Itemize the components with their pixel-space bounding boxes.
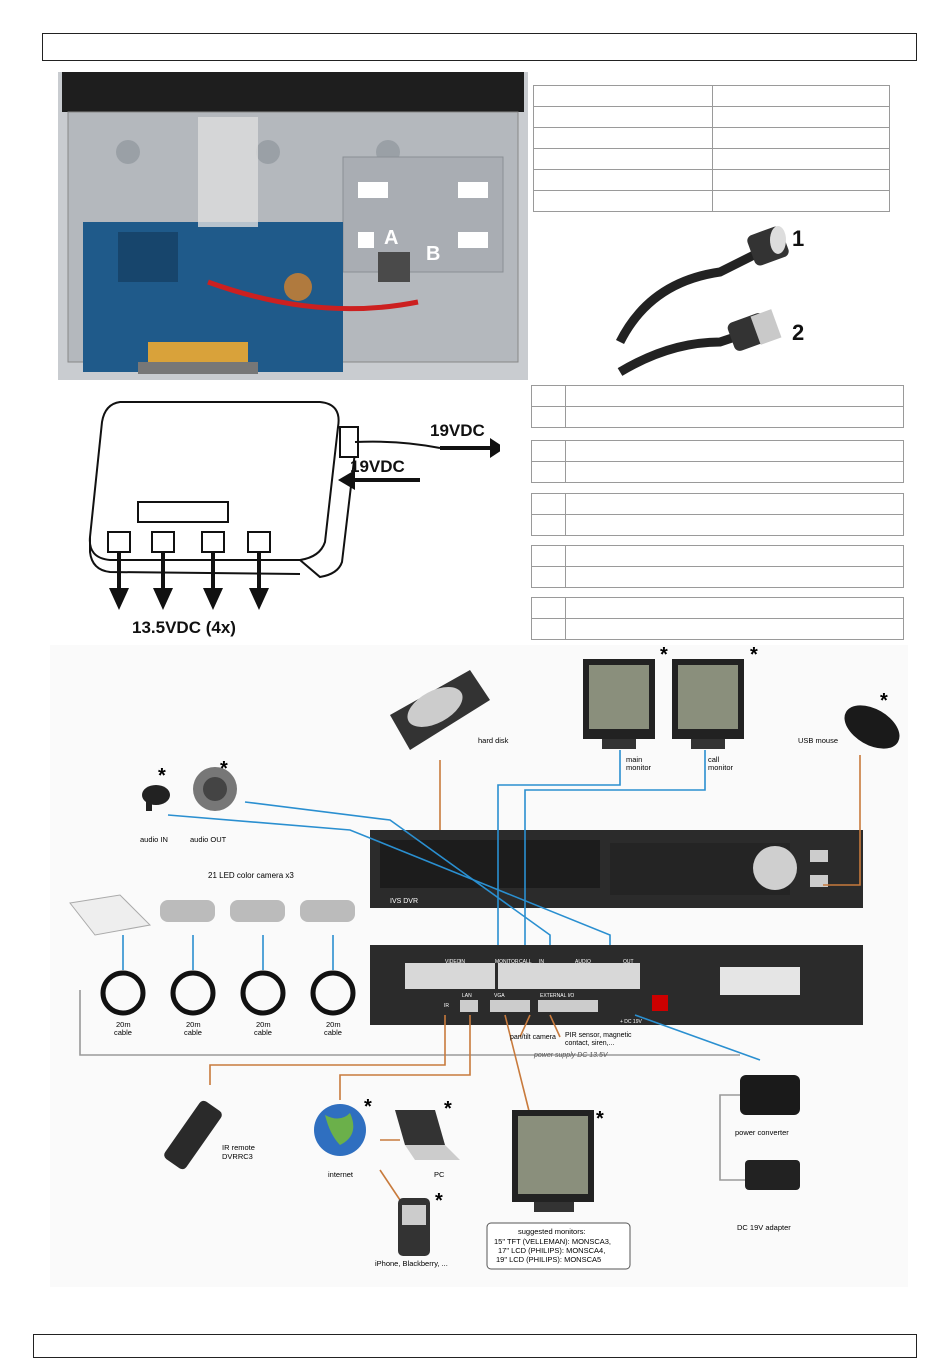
cable-coil-3 <box>240 970 286 1016</box>
rear-dc19v-label: + DC 19V <box>620 1019 642 1025</box>
pc-label: PC <box>434 1170 445 1179</box>
pair-table-4 <box>531 545 904 588</box>
call-monitor-image <box>672 659 744 749</box>
usb-mouse-label: USB mouse <box>798 736 838 745</box>
call-monitor-asterisk: * <box>750 645 758 666</box>
connector-a-label: A <box>384 227 398 249</box>
rear-audio-label: AUDIO <box>575 959 591 965</box>
adapter-label: DC 19V adapter <box>737 1223 791 1232</box>
power-converter-image <box>740 1075 800 1115</box>
mouse-asterisk: * <box>880 690 888 712</box>
rear-call-label: CALL <box>519 959 532 965</box>
laptop-image <box>395 1110 460 1160</box>
cable-4-length: 20m <box>326 1020 341 1029</box>
cable-2-length: 20m <box>186 1020 201 1029</box>
pair-table-3 <box>531 493 904 536</box>
cable-2-word: cable <box>184 1028 202 1037</box>
pc-asterisk: * <box>444 1098 452 1120</box>
dome-camera-image <box>69 894 152 936</box>
camera-1-image <box>160 900 215 922</box>
out-voltage-label: 19VDC <box>430 421 485 440</box>
rear-video-in-label: IN <box>460 959 465 965</box>
pair-table-5 <box>531 597 904 640</box>
cable-item-2-label: 2 <box>792 320 804 345</box>
internet-label: internet <box>328 1170 354 1179</box>
suggested-monitors-box: suggested monitors: 15" TFT (VELLEMAN): … <box>486 1222 631 1270</box>
internet-asterisk: * <box>364 1096 372 1118</box>
power-converter-label: power converter <box>735 1128 789 1137</box>
rear-video-label: VIDEO <box>445 959 461 965</box>
call-monitor-label-1: call <box>708 755 720 764</box>
usb-mouse-image <box>844 705 900 749</box>
dvr-interior-photo: A B <box>58 72 528 380</box>
rear-monitor-label: MONITOR <box>495 959 519 965</box>
rear-out-label: OUT <box>623 959 634 965</box>
power-supply-label: power supply DC 13.5V <box>533 1052 609 1059</box>
pan-tilt-label: pan/tilt camera <box>510 1034 556 1041</box>
cable-coil-2 <box>170 970 216 1016</box>
page-footer-box <box>33 1334 917 1358</box>
ir-remote-label-2: DVRRC3 <box>222 1152 253 1161</box>
camera-3-image <box>300 900 355 922</box>
phone-image <box>398 1198 430 1256</box>
rear-lan-label: LAN <box>462 993 472 999</box>
cameras-title: 21 LED color camera x3 <box>208 871 294 880</box>
rear-vga-label: VGA <box>494 993 505 999</box>
internet-globe-image <box>314 1104 366 1156</box>
page-header-box <box>42 33 917 61</box>
cable-coil-1 <box>100 970 146 1016</box>
suggested-monitors-title: suggested monitors: <box>518 1227 586 1236</box>
power-splitter-drawing: 19VDC 19VDC 13.5VDC (4x) <box>88 401 500 637</box>
outputs-voltage-label: 13.5VDC (4x) <box>132 618 236 637</box>
pir-label-2: contact, siren,... <box>565 1040 614 1047</box>
cable-connectors-photo: 1 2 <box>615 226 804 376</box>
connection-diagram: hard disk * * main monitor call monitor … <box>50 645 908 1287</box>
main-monitor-image <box>583 659 655 749</box>
hard-disk-label: hard disk <box>478 736 509 745</box>
suggested-monitor-3: 19" LCD (PHILIPS): MONSCA5 <box>496 1255 601 1264</box>
microphone-image <box>142 785 170 811</box>
main-monitor-label-2: monitor <box>626 763 652 772</box>
main-monitor-asterisk: * <box>660 645 668 666</box>
in-voltage-label: 19VDC <box>350 457 405 476</box>
camera-2-image <box>230 900 285 922</box>
pir-label-1: PIR sensor, magnetic <box>565 1032 632 1039</box>
cable-1-length: 20m <box>116 1020 131 1029</box>
mic-asterisk: * <box>158 765 166 787</box>
call-monitor-label-2: monitor <box>708 763 734 772</box>
cable-coil-4 <box>310 970 356 1016</box>
dvr-front-panel: IVS DVR <box>370 830 863 908</box>
suggested-monitor-2: 17" LCD (PHILIPS): MONSCA4, <box>498 1246 605 1255</box>
cable-3-length: 20m <box>256 1020 271 1029</box>
cable-4-word: cable <box>324 1028 342 1037</box>
vga-monitor-asterisk: * <box>596 1108 604 1130</box>
speaker-image <box>193 767 237 811</box>
wires <box>79 750 861 1201</box>
dvr-brand-label: IVS DVR <box>390 898 418 905</box>
pair-table-2 <box>531 440 904 483</box>
ir-remote-image <box>164 1100 222 1170</box>
cable-3-word: cable <box>254 1028 272 1037</box>
connector-b-label: B <box>426 243 440 265</box>
vga-monitor-image <box>512 1110 594 1212</box>
audio-in-label: audio IN <box>140 835 168 844</box>
cable-1-word: cable <box>114 1028 132 1037</box>
rear-external-io-label: EXTERNAL I/O <box>540 993 574 999</box>
audio-out-label: audio OUT <box>190 835 227 844</box>
adapter-image <box>745 1160 800 1190</box>
rear-audio-in-label: IN <box>539 959 544 965</box>
spec-table <box>533 85 890 212</box>
phone-label: iPhone, Blackberry, ... <box>375 1259 448 1268</box>
ir-remote-label-1: IR remote <box>222 1143 255 1152</box>
main-monitor-label-1: main <box>626 755 642 764</box>
speaker-asterisk: * <box>220 758 228 780</box>
rear-ir-label: IR <box>444 1003 449 1009</box>
cable-item-1-label: 1 <box>792 226 804 251</box>
pair-table-1 <box>531 385 904 428</box>
phone-asterisk: * <box>435 1190 443 1212</box>
dvr-rear-panel: VIDEO IN MONITOR CALL IN AUDIO OUT IR LA… <box>370 945 863 1025</box>
hard-disk-image: hard disk <box>390 670 509 750</box>
suggested-monitor-1: 15" TFT (VELLEMAN): MONSCA3, <box>494 1237 611 1246</box>
